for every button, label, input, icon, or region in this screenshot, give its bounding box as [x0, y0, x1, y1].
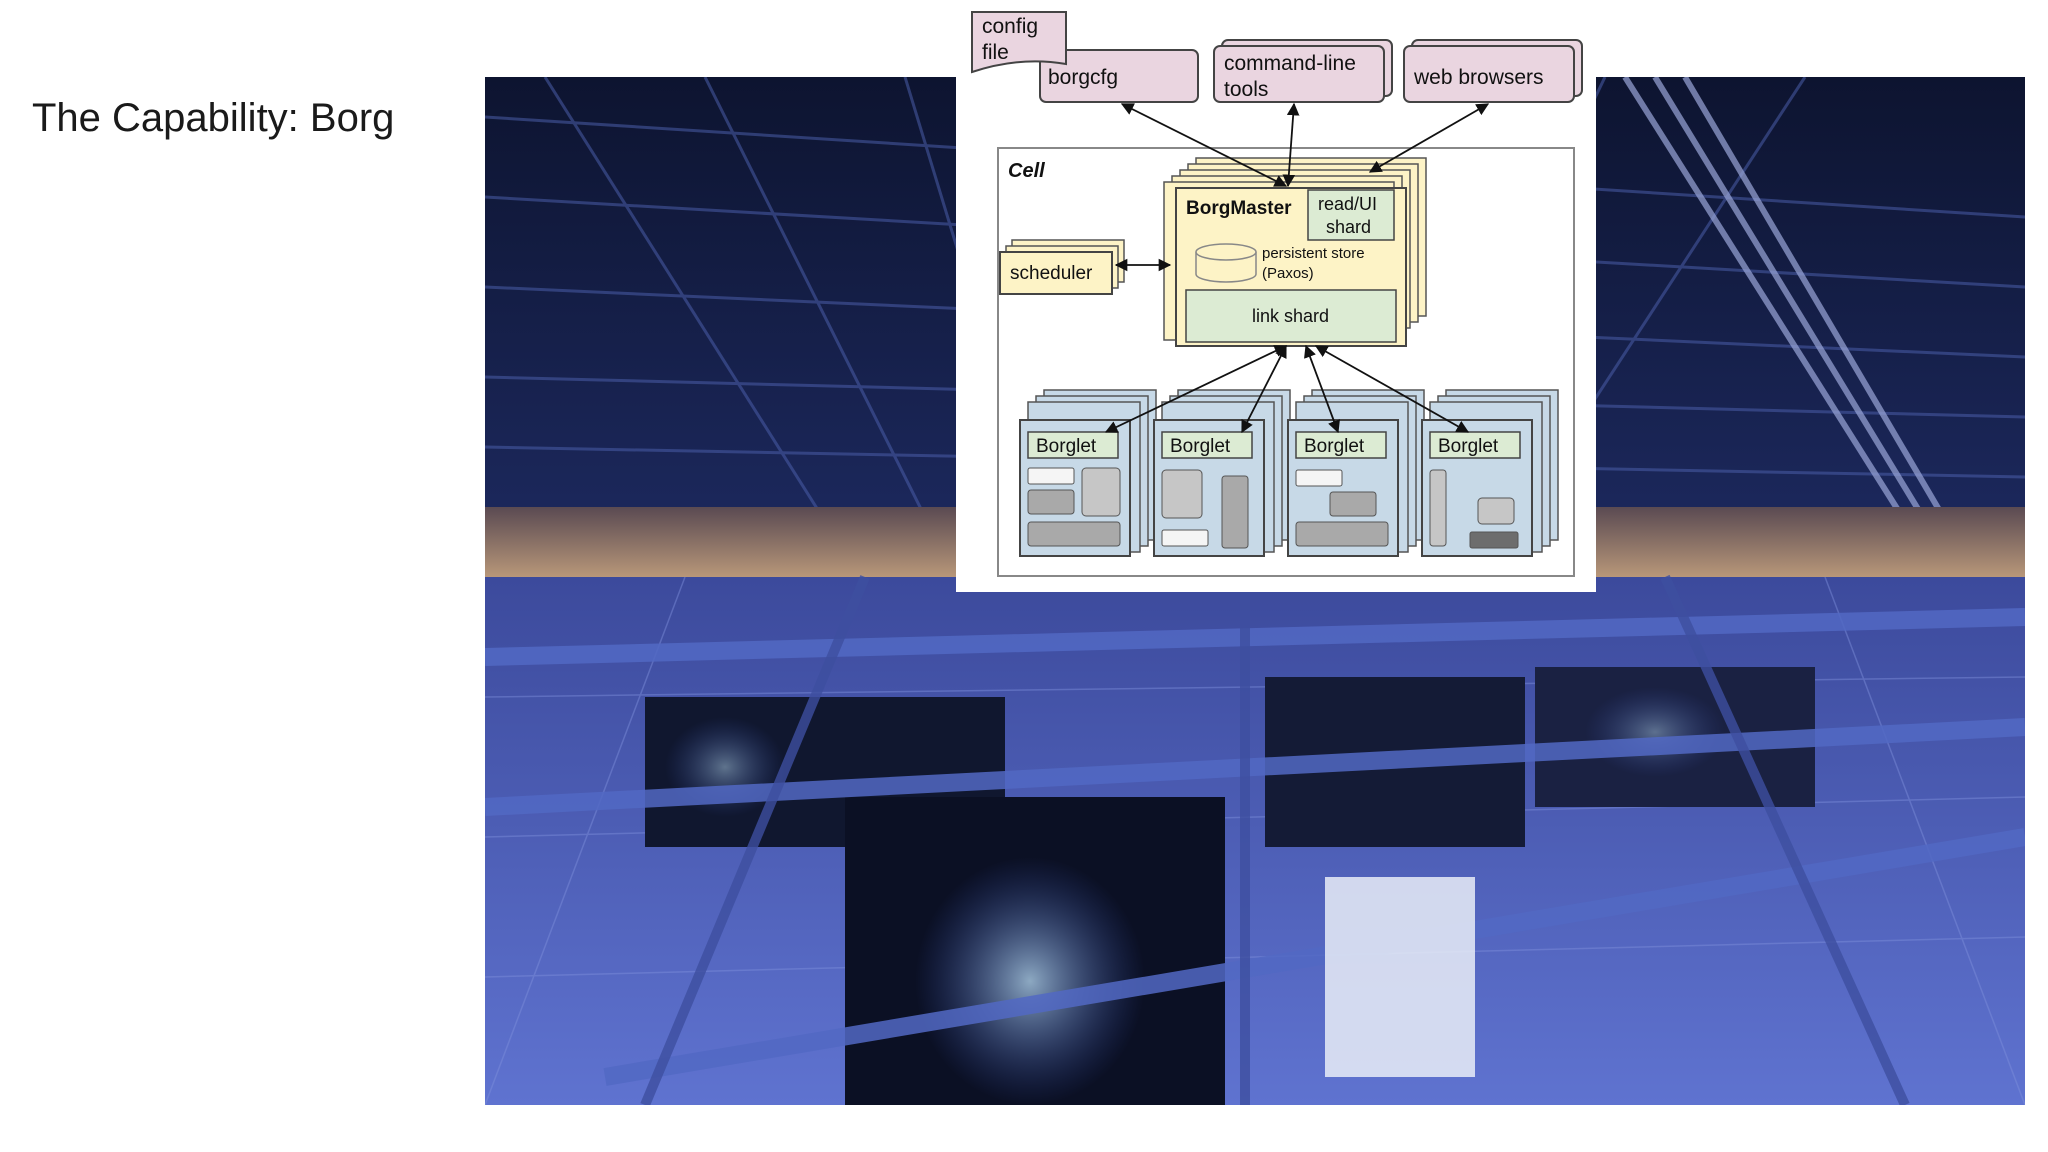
read-ui-shard-box: [1307, 189, 1395, 241]
borgmaster-label: BorgMaster: [1186, 198, 1292, 219]
command-line-tools-label-line2: tools: [1224, 78, 1268, 101]
borgcfg-box: borgcfg: [1039, 49, 1199, 103]
database-icon: [1195, 243, 1257, 283]
borglet-1-label: Borglet: [1036, 436, 1097, 457]
borglet-2-label: Borglet: [1170, 436, 1231, 457]
read-ui-shard-label-line2: shard: [1326, 217, 1371, 237]
slide-title: The Capability: Borg: [32, 96, 395, 140]
config-file-label-line2: file: [982, 41, 1009, 64]
borglet-2: Borglet: [1153, 389, 1291, 557]
borglet-4: Borglet: [1421, 389, 1559, 557]
persistent-store-label-line1: persistent store: [1262, 245, 1365, 262]
command-line-tools-box: command-line tools: [1213, 39, 1393, 103]
read-ui-shard-label-line1: read/UI: [1318, 194, 1377, 214]
borgmaster-stack: BorgMaster read/UI shard persistent stor…: [1163, 157, 1427, 347]
web-browsers-box: web browsers: [1403, 39, 1583, 103]
borglet-1: Borglet: [1019, 389, 1157, 557]
scheduler-box: scheduler: [999, 239, 1125, 295]
borglet-4-label: Borglet: [1438, 436, 1499, 457]
link-shard-label: link shard: [1252, 306, 1329, 326]
persistent-store-label-line2: (Paxos): [1262, 265, 1314, 282]
scheduler-label: scheduler: [1010, 263, 1093, 284]
command-line-tools-label-line1: command-line: [1224, 52, 1356, 75]
borglet-3: Borglet: [1287, 389, 1425, 557]
config-file-label-line1: config: [982, 15, 1038, 38]
borglet-3-label: Borglet: [1304, 436, 1365, 457]
cell-label: Cell: [1008, 160, 1045, 182]
connection-arrows: [1104, 102, 1490, 434]
web-browsers-label: web browsers: [1413, 66, 1544, 89]
borgcfg-label: borgcfg: [1048, 66, 1118, 89]
link-shard-box: [1185, 289, 1397, 343]
borg-architecture-diagram: borgcfg config file command-line tools w…: [956, 0, 1596, 592]
config-file-box: config file: [971, 11, 1067, 74]
